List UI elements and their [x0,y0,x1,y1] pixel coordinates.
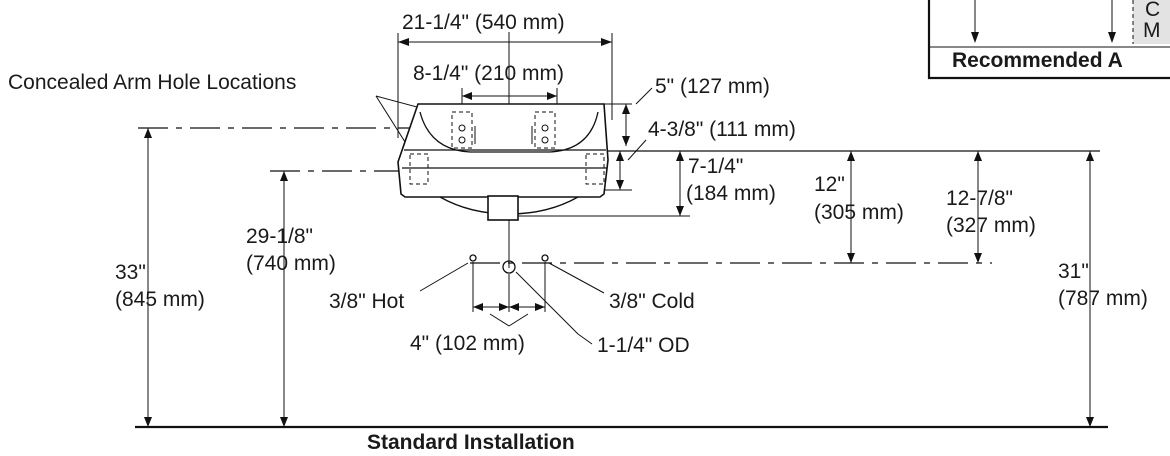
rim-height-mm: (845 mm) [115,288,205,311]
supply-height-mm: (787 mm) [1058,287,1148,310]
supply-spacing-label: 4" (102 mm) [410,332,525,355]
bowl-depth-dim: 5" (127 mm) [604,75,770,146]
drain-od-label: 1-1/4" OD [597,334,690,357]
rim-to-arm-label: 4-3/8" (111 mm) [648,118,796,141]
arm-height-in: 29-1/8" [246,225,313,248]
sink [397,103,609,221]
supply-points [419,254,605,345]
drain-drop-dim: 7-1/4" (184 mm) [518,151,776,217]
supply-rim-mm: (327 mm) [946,214,1036,237]
supply-drop-mm: (305 mm) [814,201,904,224]
bowl-depth-label: 5" (127 mm) [655,75,770,98]
arm-spacing-dim: 8-1/4" (210 mm) [413,62,564,110]
supply-rim-dim: 12-7/8" (327 mm) [946,151,1036,263]
arm-height-mm: (740 mm) [246,252,336,275]
overall-width-dim: 21-1/4" (540 mm) [397,11,613,138]
supply-height-dim: 31" (787 mm) [1058,151,1148,427]
concealed-arm-label: Concealed Arm Hole Locations [8,71,296,94]
supply-rim-in: 12-7/8" [946,187,1013,210]
rim-height-in: 33" [115,261,146,284]
supply-height-in: 31" [1058,260,1089,283]
inset-letter-bottom: M [1143,19,1161,42]
overall-width-label: 21-1/4" (540 mm) [402,11,565,34]
recommended-inset: C M Recommended A [927,0,1170,80]
rim-to-arm-dim: 4-3/8" (111 mm) [604,118,796,191]
drain-drop-mm: (184 mm) [686,182,776,205]
diagram-title: Standard Installation [367,431,575,454]
inset-title: Recommended A [952,49,1123,72]
supply-drop-dim: 12" (305 mm) [814,151,904,263]
arm-height-dim: 29-1/8" (740 mm) [246,171,336,427]
supply-drop-in: 12" [814,173,845,196]
arm-spacing-label: 8-1/4" (210 mm) [413,62,564,85]
inset-letter-top: C [1145,0,1160,21]
drain-drop-in: 7-1/4" [688,155,743,178]
rim-height-dim: 33" (845 mm) [115,128,205,427]
hot-label: 3/8" Hot [329,290,404,313]
cold-label: 3/8" Cold [609,290,695,313]
